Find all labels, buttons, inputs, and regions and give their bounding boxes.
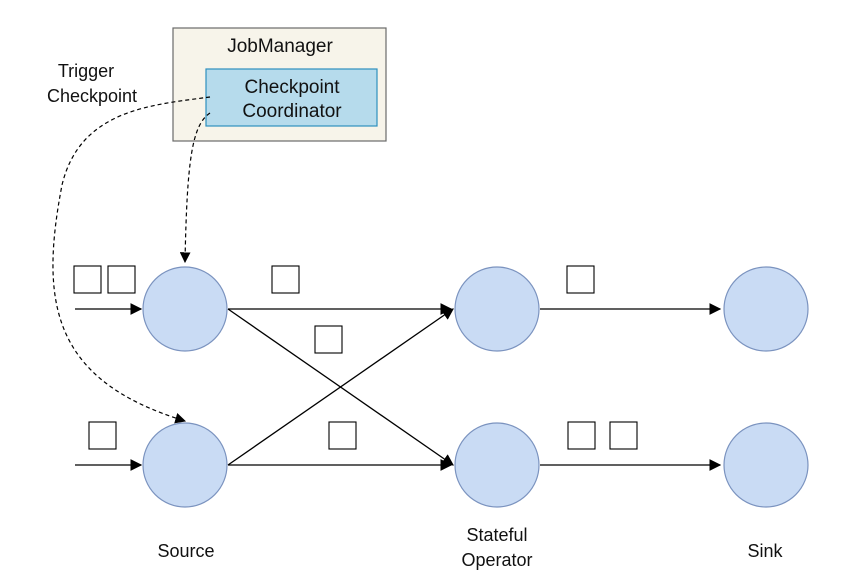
record-square — [271, 265, 300, 294]
checkpoint-coordinator-box — [205, 68, 378, 127]
record-square — [566, 265, 595, 294]
record-square — [73, 265, 102, 294]
stateful-operator-label-line2: Operator — [461, 550, 532, 570]
record-square — [328, 421, 357, 450]
source-node-bottom — [142, 422, 228, 508]
stateful-operator-label-line1: Stateful — [466, 525, 527, 545]
trigger-arrow-lower-source — [52, 96, 211, 424]
record-square — [107, 265, 136, 294]
coordinator-label-line2: Coordinator — [242, 101, 342, 122]
trigger-label-line2: Checkpoint — [47, 86, 137, 106]
record-square — [88, 421, 117, 450]
sink-label: Sink — [747, 541, 783, 561]
source-node-top — [142, 266, 228, 352]
edge-source-bottom-to-operator-top — [227, 308, 454, 466]
record-square — [609, 421, 638, 450]
record-square — [567, 421, 596, 450]
record-square — [314, 325, 343, 354]
source-label: Source — [157, 541, 214, 561]
operator-node-bottom — [454, 422, 540, 508]
sink-node-top — [723, 266, 809, 352]
sink-node-bottom — [723, 422, 809, 508]
operator-node-top — [454, 266, 540, 352]
trigger-arrow-upper-source — [179, 112, 211, 264]
jobmanager-title: JobManager — [227, 36, 333, 57]
coordinator-label-line1: Checkpoint — [244, 77, 340, 98]
trigger-label-line1: Trigger — [58, 61, 114, 81]
